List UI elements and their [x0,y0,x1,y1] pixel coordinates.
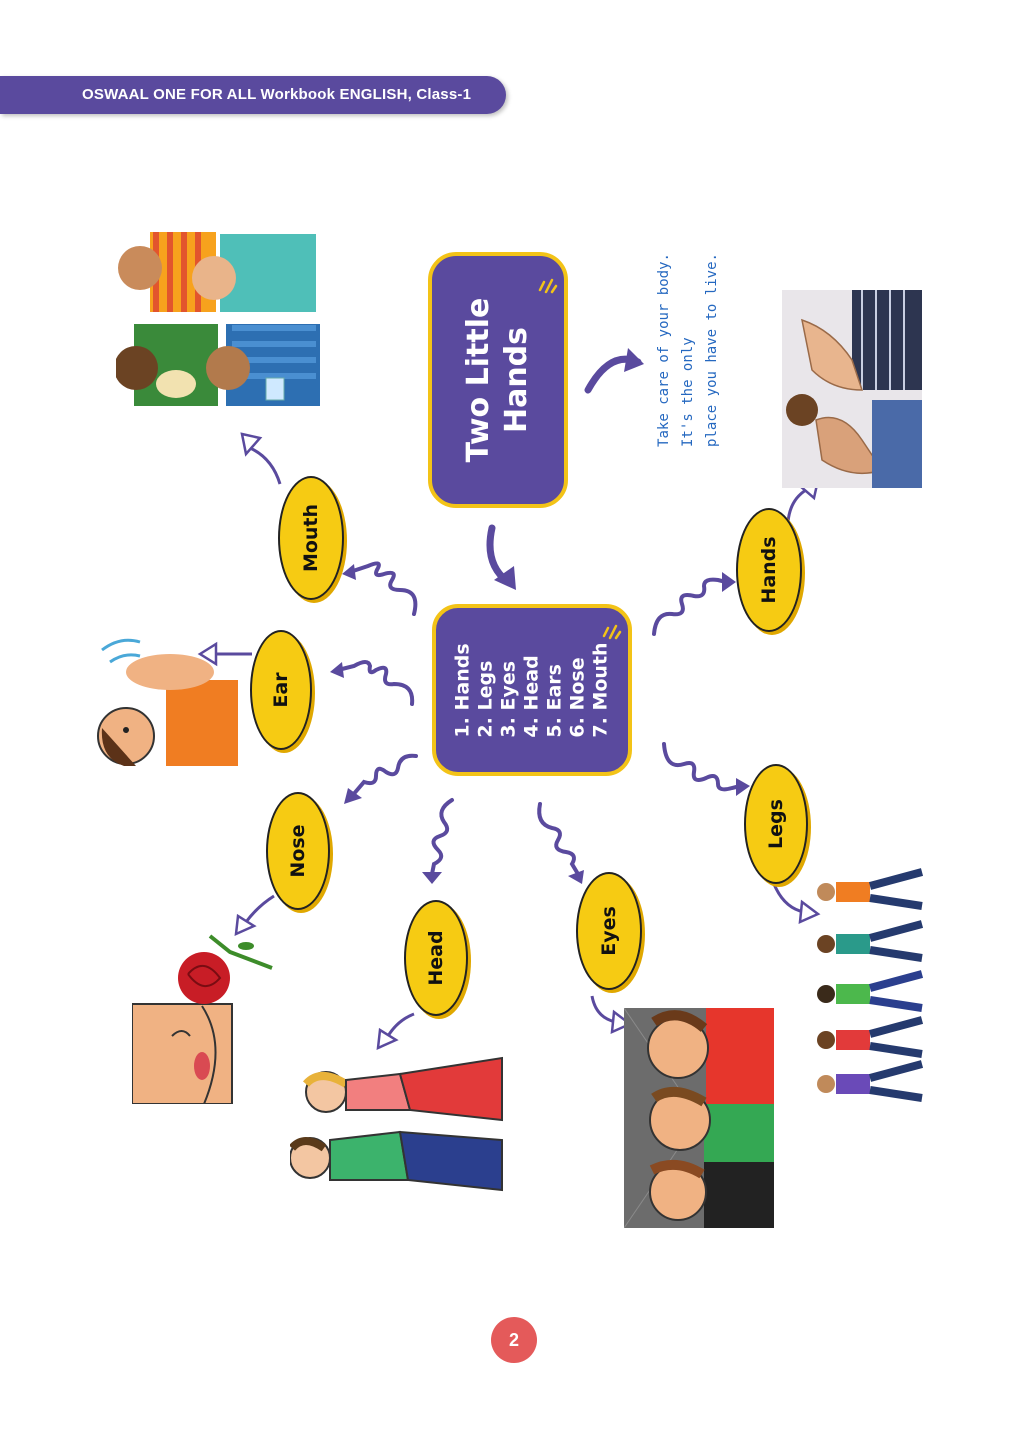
node-eyes: Eyes [576,872,642,990]
quote-text: Take care of your body. It's the only pl… [652,253,724,447]
node-legs-label: Legs [765,799,787,849]
page-number: 2 [491,1317,537,1363]
quote-line-3: place you have to live. [704,253,720,447]
illustration-walking-people [810,866,928,1106]
squiggle-to-mouth [342,561,418,616]
sparkle-icon [602,624,622,640]
illustration-clapping-hands [782,290,922,488]
arrow-to-quote [584,348,644,394]
squiggle-to-head [422,798,454,884]
arrow-eyes-to-picture [590,995,633,1035]
node-eyes-label: Eyes [598,906,620,956]
squiggle-to-hands [652,572,736,636]
title-line-1: Two Little [461,297,496,463]
list-item: 6. Nose [566,657,589,738]
title-text: Two Little Hands [460,298,536,463]
list-box: 1. Hands 2. Legs 3. Eyes 4. Head 5. Ears… [432,604,632,776]
list-item: 1. Hands [451,643,474,738]
arrow-legs-to-picture [772,883,821,925]
illustration-covering-eyes [624,1008,774,1228]
quote-line-2: It's the only [680,337,696,447]
squiggle-to-nose [344,753,418,804]
body-parts-list: 1. Hands 2. Legs 3. Eyes 4. Head 5. Ears… [452,642,613,737]
node-nose: Nose [266,792,330,910]
illustration-listening [96,632,238,766]
arrow-to-list [486,524,516,590]
illustration-two-people [290,1040,512,1206]
list-item: 3. Eyes [497,660,520,738]
squiggle-to-eyes [537,802,584,884]
title-box: Two Little Hands [428,252,568,508]
node-head-label: Head [425,930,447,986]
squiggle-to-ear [330,660,415,706]
header-banner: OSWAAL ONE FOR ALL Workbook ENGLISH, Cla… [0,76,506,114]
node-hands-label: Hands [758,536,780,604]
sparkle-icon [538,278,558,294]
quote-line-1: Take care of your body. [656,253,672,447]
list-item: 7. Mouth [589,642,612,738]
arrow-ear-to-picture [197,641,252,667]
node-hands: Hands [736,508,802,632]
title-line-2: Hands [499,326,534,434]
node-mouth: Mouth [278,476,344,600]
node-nose-label: Nose [287,824,309,878]
header-title: OSWAAL ONE FOR ALL Workbook ENGLISH, Cla… [82,86,472,103]
node-ear-label: Ear [270,672,292,708]
arrow-nose-to-picture [234,894,275,937]
node-legs: Legs [744,764,808,884]
arrow-mouth-to-picture [240,432,282,485]
node-head: Head [404,900,468,1016]
list-item: 5. Ears [543,664,566,738]
squiggle-to-legs [662,742,750,796]
illustration-eating-drinking [116,228,322,412]
list-item: 4. Head [520,655,543,738]
node-mouth-label: Mouth [300,503,322,573]
illustration-smelling-rose [132,926,274,1104]
node-ear: Ear [250,630,312,750]
list-item: 2. Legs [474,660,497,738]
arrow-head-to-picture [376,1012,415,1051]
